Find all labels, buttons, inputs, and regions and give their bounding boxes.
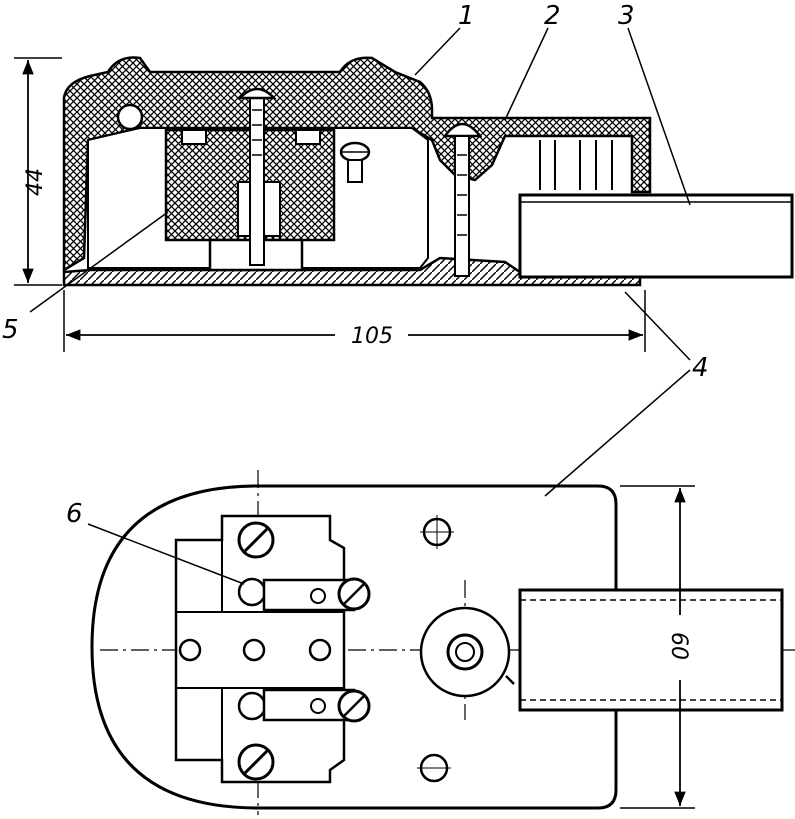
cover-ribs [539, 140, 613, 190]
side-screw [339, 141, 371, 183]
terminal-block [174, 514, 371, 784]
mounting-hole-top [420, 515, 454, 549]
width-dimension-value: 60 [666, 632, 691, 660]
fixing-screw [442, 122, 483, 277]
contact-upper [237, 577, 371, 612]
cord-plan [518, 588, 784, 712]
callout-cover: 1 [458, 1, 475, 31]
cover-hole [116, 103, 144, 131]
center-boss [419, 606, 515, 698]
callout-cord: 3 [618, 1, 635, 31]
callout-screw: 2 [544, 1, 561, 31]
length-dimension-value: 105 [351, 324, 393, 349]
plan-view: 60 [87, 369, 795, 815]
cord-section [518, 193, 794, 279]
contact-lower [237, 688, 371, 723]
mounting-hole-bottom [417, 753, 451, 783]
callout-contact: 6 [66, 499, 83, 529]
cover-housing [62, 56, 652, 273]
height-dimension-value: 44 [23, 168, 48, 196]
length-dimension: 105 [63, 290, 646, 352]
callout-base: 4 [692, 353, 709, 383]
width-dimension: 60 [620, 485, 695, 809]
callout-coil: 5 [2, 315, 19, 345]
section-view: 44 105 [14, 27, 794, 361]
height-dimension: 44 [14, 57, 62, 286]
coil-block [164, 87, 336, 272]
